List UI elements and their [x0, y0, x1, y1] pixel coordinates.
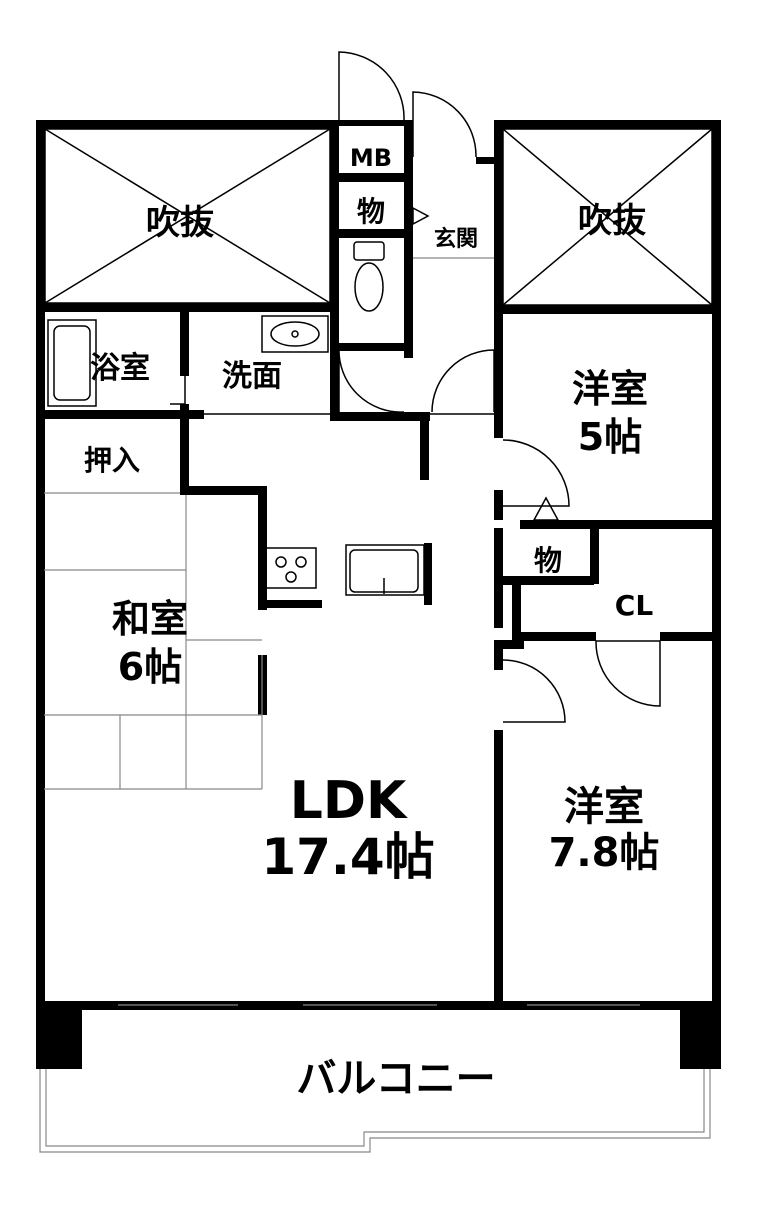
cl-label: CL: [615, 589, 654, 622]
void-right-x: [502, 128, 713, 306]
entrance-label: 玄関: [434, 226, 478, 252]
western-78-size: 7.8帖: [549, 830, 660, 876]
tatami-lines: [44, 495, 262, 789]
doors: [170, 51, 661, 723]
ldk-name: LDK: [290, 771, 408, 831]
bathtub: [47, 319, 97, 407]
western-78-name: 洋室: [564, 784, 644, 830]
japanese-name: 和室: [112, 597, 188, 641]
storage-arrow: [532, 496, 560, 521]
washroom-label: 洗面: [222, 359, 282, 394]
western-5-size: 5帖: [578, 415, 642, 459]
western-5-name: 洋室: [572, 367, 648, 411]
toilet: [353, 241, 385, 312]
storage-top-label: 物: [357, 195, 385, 228]
ldk-size: 17.4帖: [261, 828, 434, 886]
void-left-x: [44, 128, 331, 304]
oshiire-label: 押入: [84, 444, 140, 477]
japanese-size: 6帖: [118, 645, 182, 689]
entrance-arrow: [412, 206, 430, 226]
balcony-outline: [39, 1068, 711, 1153]
wash-basin: [261, 315, 329, 353]
walls: [36, 120, 721, 1069]
bath-label: 浴室: [90, 351, 150, 386]
windows: [44, 413, 640, 1006]
balcony-label: バルコニー: [296, 1056, 495, 1102]
kitchen-sink: [345, 544, 425, 596]
void-right-label: 吹抜: [578, 201, 646, 241]
void-left-label: 吹抜: [146, 203, 214, 243]
mb-label: MB: [350, 144, 392, 172]
storage-mid-label: 物: [534, 544, 562, 577]
stove: [265, 547, 317, 589]
